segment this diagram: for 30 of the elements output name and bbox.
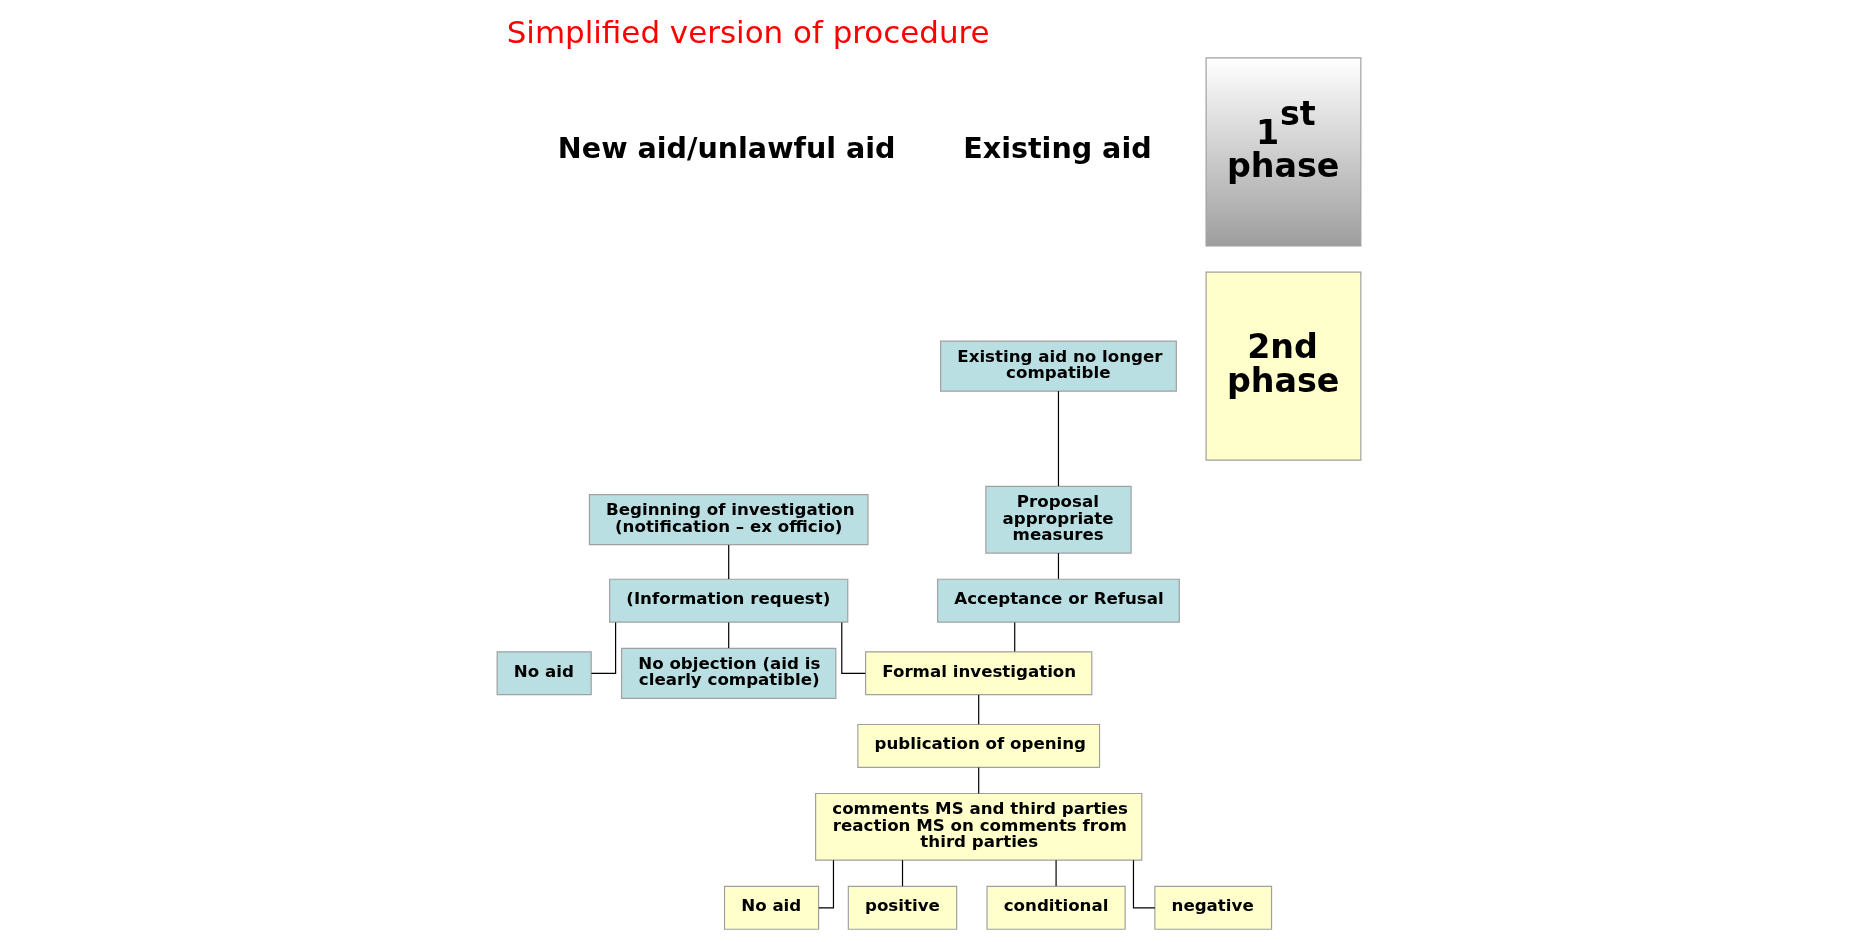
connector [901,859,904,887]
label: New aid/unlawful aid [557,130,896,165]
connector [978,693,980,725]
node-box: No aid [723,885,820,930]
node-box: No aid [496,650,592,695]
node-box: Existing aid no longer compatible [940,340,1177,392]
node-box: publication of opening [857,723,1101,768]
node-box: Proposal appropriate measures [985,485,1132,554]
node-box: conditional [986,885,1126,930]
node-box: No objection (aid is clearly compatible) [620,647,837,699]
node-box: (Information request) [609,578,849,623]
connector [818,859,835,908]
connector [1055,859,1057,887]
node-box: Formal investigation [865,650,1093,695]
connector [1057,390,1060,487]
connector [728,621,730,649]
label: Existing aid [963,130,1152,165]
diagram-title: Simplified version of procedure [506,13,990,50]
node-box: Acceptance or Refusal [937,578,1180,623]
node-box: negative [1154,885,1273,930]
connector [590,621,617,674]
node-box: Beginning of investigation (notification – ex officio) [588,493,869,545]
connector [728,543,730,580]
connector [978,766,980,794]
connector [841,621,866,674]
node-box: positive [847,885,958,930]
connector [1057,552,1060,579]
connector [1014,621,1016,652]
node-box: comments MS and third parties reaction MS on comments from third parties [815,792,1143,861]
node-box: 2nd phase [1205,271,1362,461]
